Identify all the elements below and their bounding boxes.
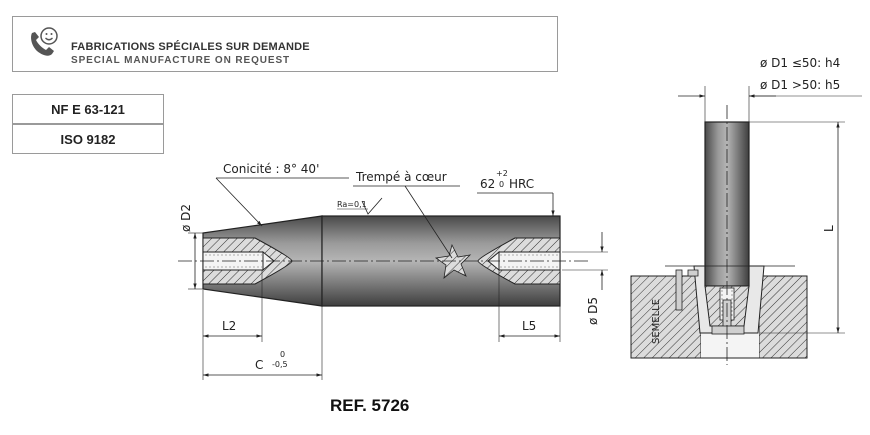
- standard-nf-box: NF E 63-121: [12, 94, 164, 124]
- hardness-upper-tol: +2: [496, 169, 508, 178]
- c-tol-lower: -0,5: [272, 360, 288, 369]
- phone-smile-icon: [31, 27, 58, 56]
- banner-english-text: SPECIAL MANUFACTURE ON REQUEST: [71, 55, 291, 66]
- dimension-d5: ø D5: [562, 232, 608, 325]
- hardness-unit: HRC: [509, 177, 534, 191]
- column-section-view: SEMELLE: [630, 105, 808, 365]
- semelle-label: SEMELLE: [651, 299, 662, 344]
- taper-shaft-view: [178, 215, 590, 307]
- taper-annotation: Conicité : 8° 40': [215, 162, 349, 227]
- taper-label: Conicité : 8° 40': [223, 162, 319, 176]
- special-manufacture-banner: FABRICATIONS SPÉCIALES SUR DEMANDE SPECI…: [12, 16, 558, 72]
- dimension-l2: L2: [202, 270, 263, 342]
- d1-small-label: ø D1 ≤50: h4: [760, 56, 840, 70]
- standard-iso-box: ISO 9182: [12, 124, 164, 154]
- reference-number: REF. 5726: [330, 396, 410, 415]
- roughness-label: Ra=0,1: [337, 200, 367, 209]
- hardness-annotation: 62 +2 0 HRC: [477, 169, 555, 216]
- banner-french-text: FABRICATIONS SPÉCIALES SUR DEMANDE: [71, 41, 310, 53]
- hardness-value: 62: [480, 177, 495, 191]
- dimension-c: C 0 -0,5: [202, 306, 323, 380]
- dimension-l: L: [749, 121, 845, 334]
- c-label: C: [255, 358, 263, 372]
- hardness-lower-tol: 0: [499, 180, 504, 189]
- hardened-label: Trempé à cœur: [355, 170, 447, 184]
- dimension-d2: ø D2: [179, 204, 203, 290]
- l5-label: L5: [522, 319, 536, 333]
- l2-label: L2: [222, 319, 236, 333]
- d2-label: ø D2: [179, 204, 193, 232]
- roughness-symbol: Ra=0,1: [337, 197, 383, 215]
- hardened-core-mark: [434, 243, 472, 279]
- dimension-d1: ø D1 ≤50: h4 ø D1 >50: h5: [678, 56, 862, 122]
- dimension-l5: L5: [498, 270, 561, 342]
- c-tol-upper: 0: [280, 350, 285, 359]
- d5-label: ø D5: [586, 297, 600, 325]
- hardened-annotation: Trempé à cœur: [353, 170, 460, 259]
- d1-large-label: ø D1 >50: h5: [760, 78, 840, 92]
- l-label: L: [822, 225, 836, 232]
